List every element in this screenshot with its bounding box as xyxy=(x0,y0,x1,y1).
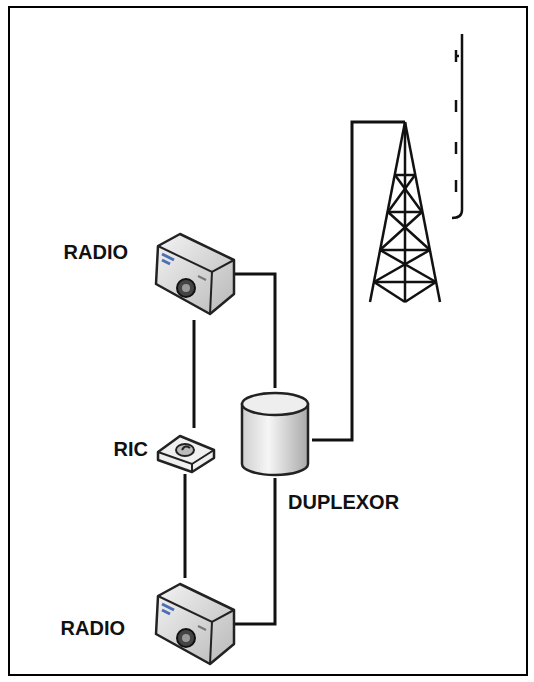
radio-icon xyxy=(150,228,238,320)
ric-icon xyxy=(152,428,218,474)
connector-line xyxy=(235,274,275,388)
radio-node: RADIO xyxy=(150,228,238,320)
connector-line xyxy=(235,478,275,624)
device-label: RADIO xyxy=(64,240,128,264)
device-label: RIC xyxy=(114,437,148,461)
device-label: RADIO xyxy=(61,616,125,640)
connector-line xyxy=(193,320,196,428)
ric-node: RIC xyxy=(152,428,218,474)
device-label: DUPLEXOR xyxy=(288,490,399,514)
antenna-symbol xyxy=(452,34,462,218)
duplexor-node: DUPLEXOR xyxy=(238,388,312,478)
radio-icon xyxy=(150,578,238,670)
dup-icon xyxy=(238,388,312,478)
radio-node: RADIO xyxy=(150,578,238,670)
connector-line xyxy=(184,474,187,578)
frame-border xyxy=(8,6,528,676)
tower-symbol xyxy=(370,122,440,302)
